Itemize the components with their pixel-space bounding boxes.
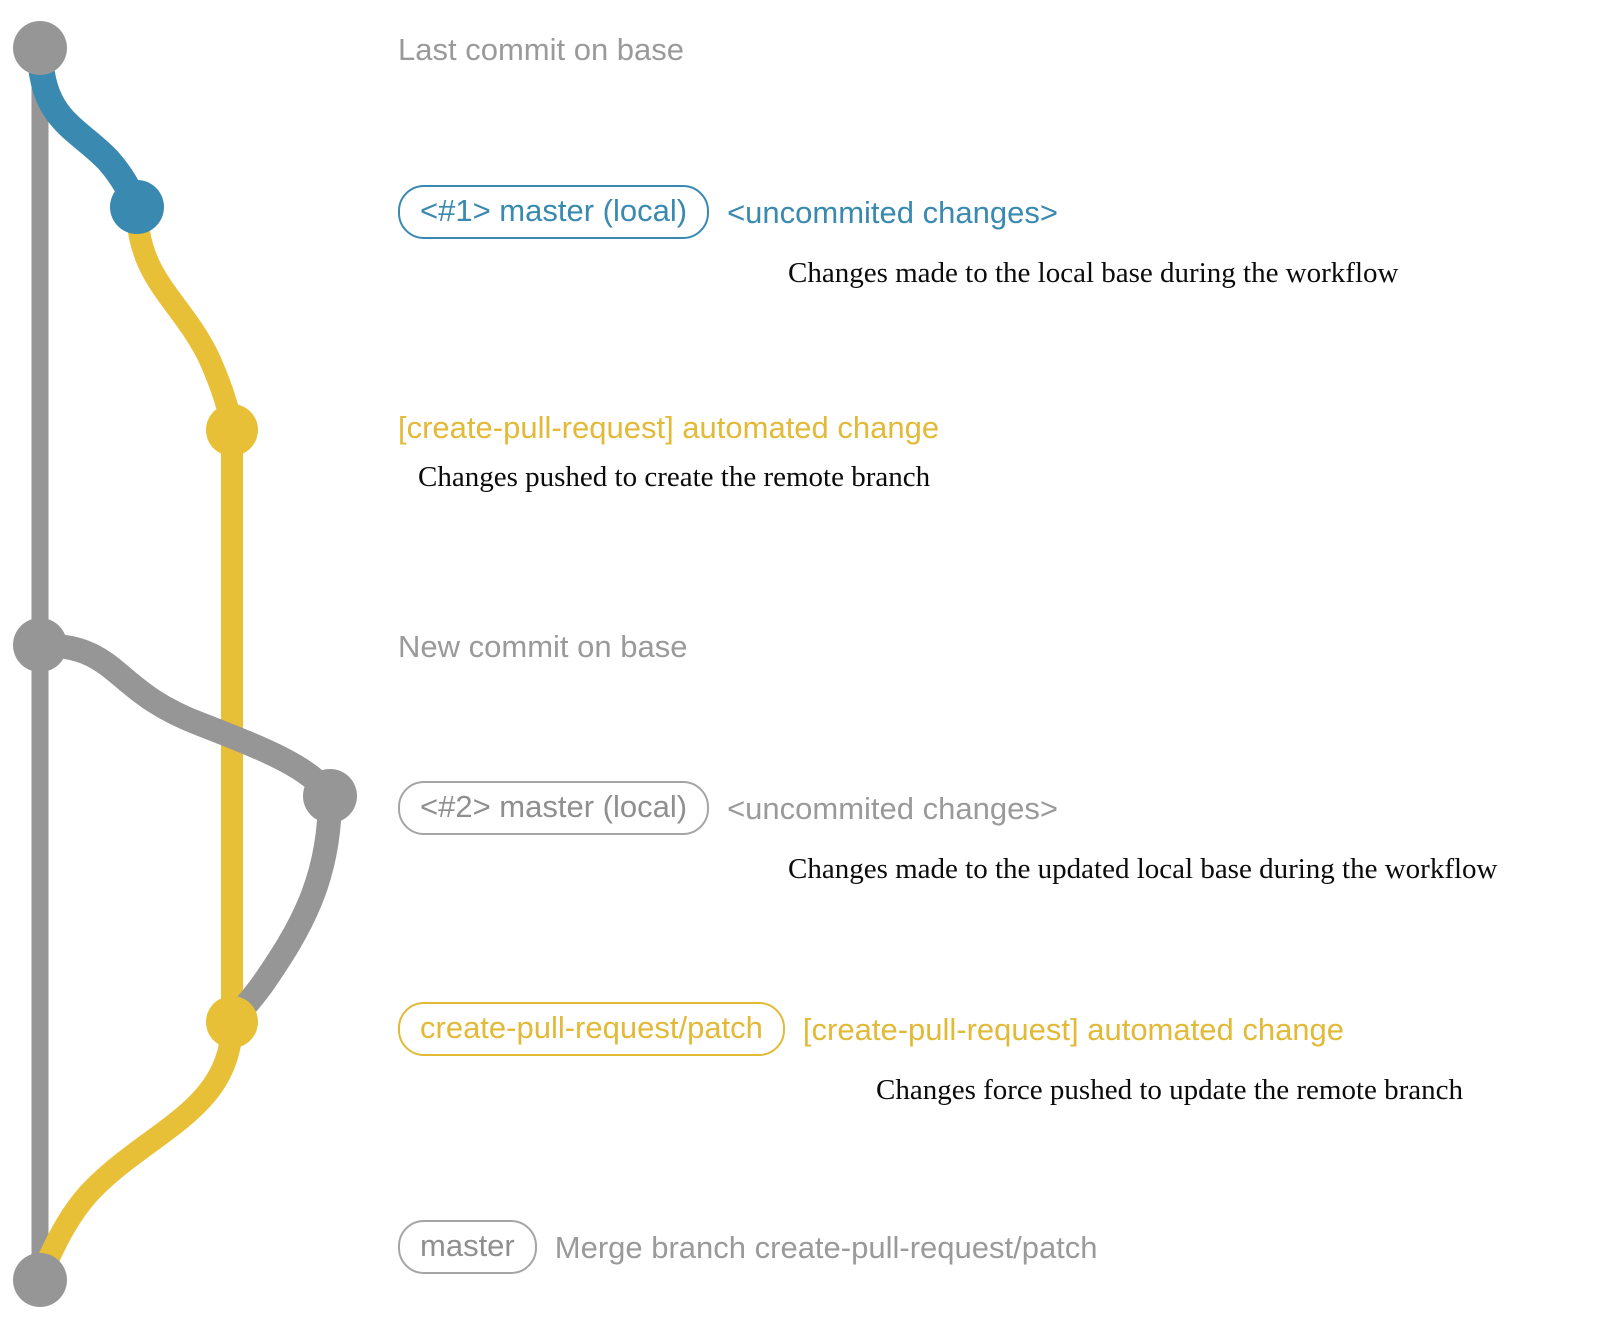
commit-title: <uncommited changes>	[727, 194, 1058, 230]
annotation-last-commit-on-base: Last commit on base	[398, 34, 684, 65]
annotation-merge-commit: master Merge branch create-pull-request/…	[398, 1220, 1098, 1274]
commit-title: [create-pull-request] automated change	[802, 1011, 1345, 1047]
edge-base-to-local-2	[28, 633, 342, 808]
commit-node-automated-change-2[interactable]	[206, 996, 258, 1048]
edge-base-to-local-1	[27, 35, 150, 220]
edge-local-2-to-remote-2	[220, 784, 342, 1034]
annotation-master-local-2: <#2> master (local) <uncommited changes>…	[398, 781, 1498, 884]
commit-node-last-commit-on-base[interactable]	[13, 21, 67, 75]
commit-node-master-local-1[interactable]	[110, 180, 164, 234]
branch-badge-master-local-2[interactable]: <#2> master (local)	[398, 781, 710, 835]
edge-local-1-to-remote-1	[126, 196, 243, 441]
branch-badge-create-pull-request-patch[interactable]: create-pull-request/patch	[398, 1002, 785, 1056]
commit-note: Changes made to the updated local base d…	[788, 853, 1498, 885]
commit-title: Last commit on base	[398, 32, 685, 67]
annotation-master-local-1: <#1> master (local) <uncommited changes>…	[398, 185, 1398, 288]
annotation-automated-change-1: [create-pull-request] automated change C…	[398, 412, 939, 492]
commit-note: Changes made to the local base during th…	[788, 257, 1399, 289]
branch-badge-master-local-1[interactable]: <#1> master (local)	[398, 185, 710, 239]
commit-note: Changes force pushed to update the remot…	[876, 1074, 1464, 1106]
commit-title: [create-pull-request] automated change	[398, 410, 940, 445]
commit-node-master-local-2[interactable]	[303, 769, 357, 823]
commit-node-merge[interactable]	[13, 1253, 67, 1307]
annotation-new-commit-on-base: New commit on base	[398, 631, 687, 662]
edge-remote-2-to-merge	[29, 1011, 243, 1291]
commit-title: <uncommited changes>	[727, 790, 1058, 826]
commit-node-new-commit-on-base[interactable]	[13, 618, 67, 672]
annotation-automated-change-2: create-pull-request/patch [create-pull-r…	[398, 1002, 1463, 1105]
commit-note: Changes pushed to create the remote bran…	[418, 461, 931, 493]
commit-title: Merge branch create-pull-request/patch	[554, 1229, 1098, 1265]
commit-title: New commit on base	[398, 629, 688, 664]
branch-badge-master[interactable]: master	[398, 1220, 537, 1274]
commit-node-automated-change-1[interactable]	[206, 404, 258, 456]
